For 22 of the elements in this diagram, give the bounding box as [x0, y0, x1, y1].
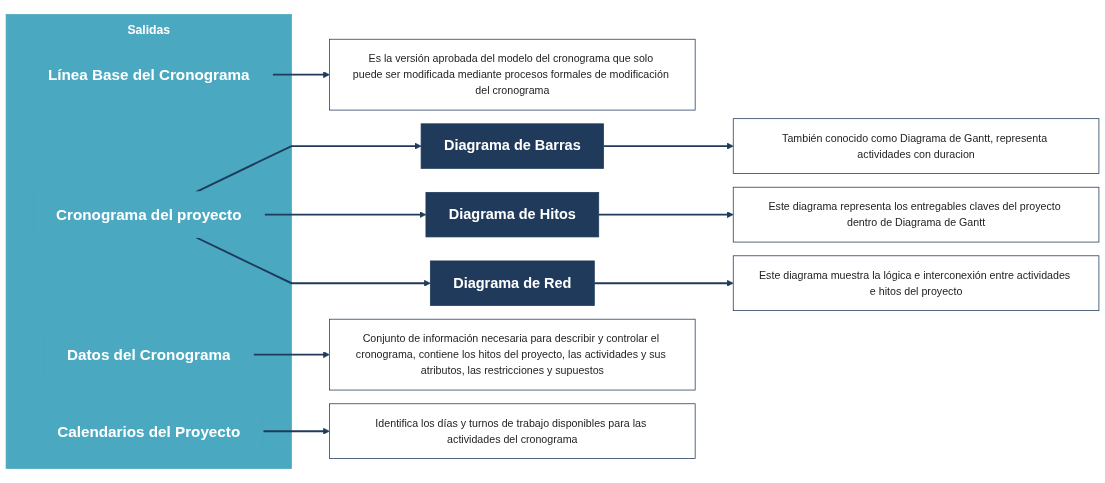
node-box: Diagrama de Barras — [420, 123, 604, 169]
arrow — [195, 236, 431, 287]
node-box: Diagrama de Hitos — [425, 192, 600, 238]
node-box: Conjunto de información necesaria para describir y controlar el cronograma, contiene los hitos del proyecto, las actividades y sus atributos, las restricciones y supuestos — [329, 318, 696, 391]
arrow — [262, 427, 330, 435]
arrow — [263, 211, 427, 218]
node-box: Diagrama de Red — [429, 260, 595, 306]
arrow — [195, 142, 422, 193]
node-text: Datos del Cronograma — [67, 346, 231, 364]
node-box: También conocido como Diagrama de Gantt, representa actividades con duracion — [732, 118, 1100, 174]
node-text: Línea Base del Cronograma — [47, 66, 250, 84]
arrow — [593, 279, 734, 287]
arrow — [602, 142, 734, 150]
node-text: Cronograma del proyecto — [56, 206, 242, 224]
node-box: Es la versión aprobada del modelo del cronograma que solo puede ser modificada mediante procesos formales de modificación del cronograma — [329, 38, 696, 111]
node-text: Calendarios del Proyecto — [57, 422, 241, 440]
node-box: Este diagrama muestra la lógica e interconexión entre actividades e hitos del proyecto — [732, 255, 1100, 311]
arrow — [271, 71, 330, 78]
arrow — [597, 211, 734, 218]
arrow — [252, 351, 330, 358]
node-box: Este diagrama representa los entregables claves del proyecto dentro de Diagrama de Gantt — [732, 186, 1100, 243]
node-box: Identifica los días y turnos de trabajo disponibles para las actividades del cronograma — [329, 403, 696, 459]
